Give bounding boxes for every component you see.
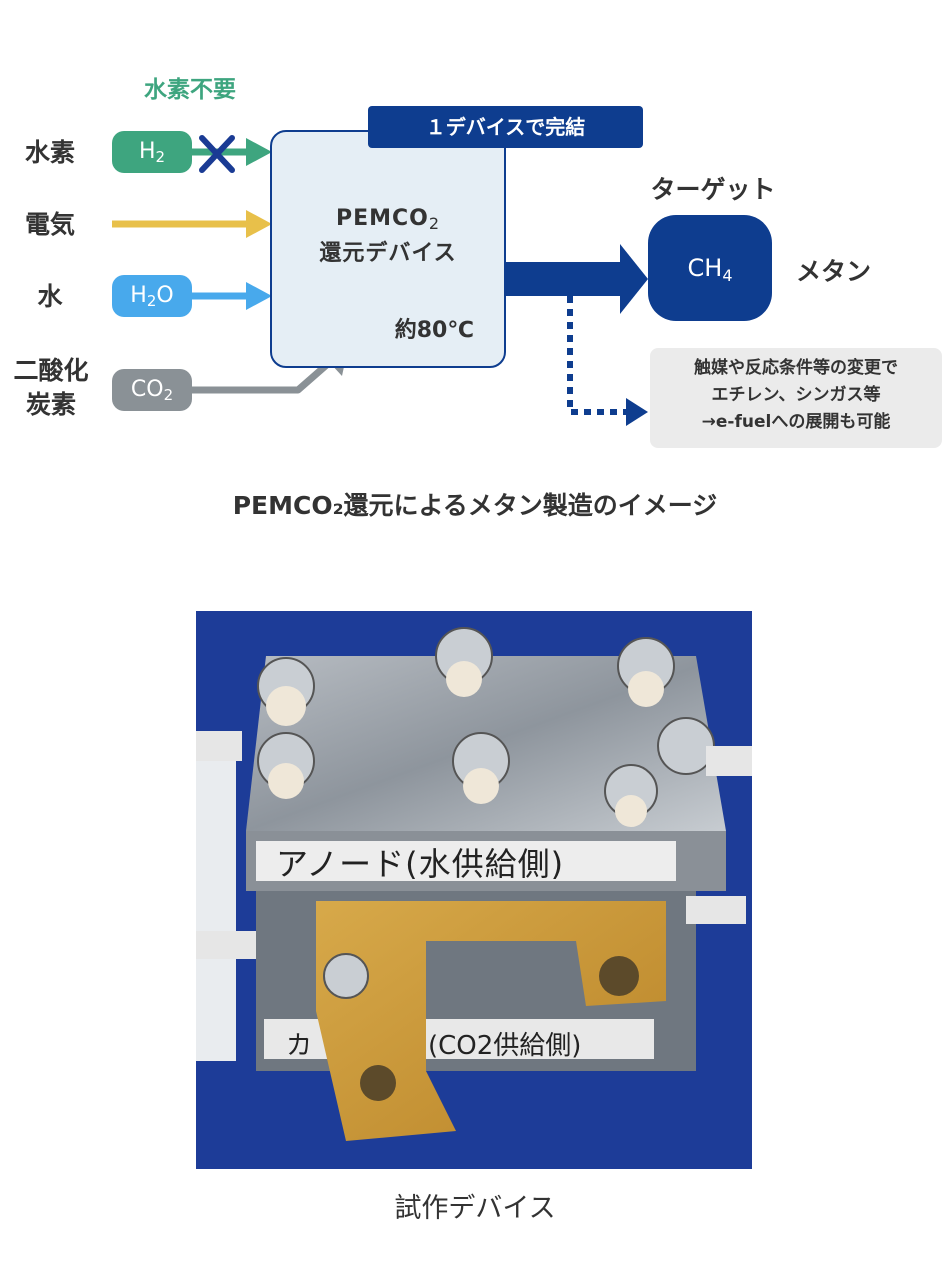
photo-caption: 試作デバイス [394, 1193, 556, 1224]
prototype-device-photo: アノード(水供給側) カ (CO2供給側) [196, 611, 752, 1169]
water-formula: H [130, 283, 147, 308]
co2-subscript: 2 [163, 386, 174, 404]
water-pill: H2O [112, 275, 192, 317]
hydrogen-pill: H2 [112, 131, 192, 173]
device-title-line1: PEMCO2 [335, 206, 441, 233]
no-hydrogen-label: 水素不要 [144, 77, 236, 103]
output-arrowhead [620, 244, 648, 314]
flow-arrows [112, 135, 648, 426]
device-temperature: 約80℃ [394, 318, 474, 343]
input-label-water: 水 [37, 282, 63, 311]
electricity-arrowhead [246, 210, 272, 238]
input-label-hydrogen: 水素 [24, 138, 75, 167]
hydrogen-subscript: 2 [155, 148, 166, 166]
device-title: PEMCO2 還元デバイス [272, 202, 504, 271]
input-label-co2: 二酸化 炭素 [6, 354, 96, 422]
water-subscript: 2 [146, 292, 157, 310]
device-title-line2: 還元デバイス [319, 241, 457, 266]
reduction-device-box: PEMCO2 還元デバイス 約80℃ [270, 130, 506, 368]
extension-note: 触媒や反応条件等の変更で エチレン、シンガス等 →e-fuelへの展開も可能 [650, 348, 942, 448]
note-line3: →e-fuelへの展開も可能 [701, 412, 891, 432]
anode-label: アノード(水供給側) [276, 845, 565, 883]
water-arrowhead [246, 282, 272, 310]
input-label-co2-line1: 二酸化 [13, 356, 89, 385]
diagram-caption: PEMCO₂還元によるメタン製造のイメージ [232, 491, 718, 520]
input-label-co2-line2: 炭素 [25, 390, 76, 419]
input-label-electricity: 電気 [24, 210, 75, 239]
prototype-illustration [196, 611, 752, 1169]
water-formula-tail: O [156, 283, 174, 308]
methane-box: CH4 [648, 215, 772, 321]
output-arrow [505, 262, 623, 296]
co2-formula: CO [130, 377, 164, 402]
methane-subscript: 4 [722, 266, 733, 285]
target-heading: ターゲット [650, 175, 776, 204]
note-line2: エチレン、シンガス等 [711, 385, 881, 405]
co2-arrow [190, 359, 333, 394]
hydrogen-arrowhead [246, 138, 272, 166]
cathode-label-suffix: (CO2供給側) [428, 1031, 582, 1061]
co2-pill: CO2 [112, 369, 192, 411]
branch-arrowhead [626, 398, 648, 426]
one-device-banner: １デバイスで完結 [368, 106, 643, 148]
cross-icon [199, 135, 235, 173]
hydrogen-formula: H [138, 139, 156, 164]
note-line1: 触媒や反応条件等の変更で [694, 358, 898, 378]
branch-dotted-arrow [567, 296, 628, 415]
methane-formula: CH [687, 254, 723, 282]
methane-name: メタン [796, 257, 872, 286]
cathode-label-prefix: カ [286, 1031, 313, 1061]
